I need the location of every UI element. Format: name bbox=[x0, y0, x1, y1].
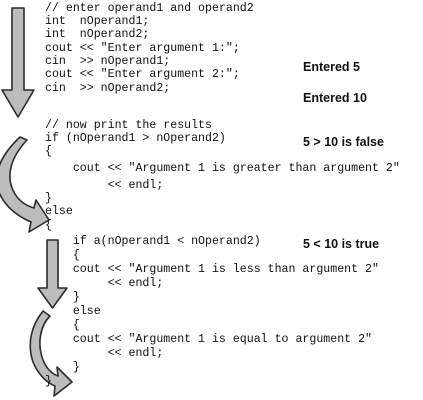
code-line: else bbox=[45, 205, 73, 218]
code-line: { bbox=[45, 249, 80, 262]
skip-true-branch-arrow-icon bbox=[0, 136, 50, 233]
code-line: } bbox=[45, 361, 80, 374]
code-line: << endl; bbox=[45, 179, 163, 192]
code-line: // enter operand1 and operand2 bbox=[45, 2, 254, 15]
code-line: cout << "Argument 1 is greater than argu… bbox=[45, 162, 400, 175]
code-line: else bbox=[45, 305, 101, 318]
enter-nested-if-arrow-icon bbox=[37, 239, 68, 309]
code-line: { bbox=[45, 319, 80, 332]
annotation-true-check: 5 < 10 is true bbox=[303, 237, 379, 251]
code-line: } bbox=[45, 192, 52, 205]
code-line: } bbox=[45, 375, 52, 388]
code-line: << endl; bbox=[45, 277, 163, 290]
annotation-entered-10: Entered 10 bbox=[303, 91, 367, 105]
code-line: cout << "Enter argument 2:"; bbox=[45, 68, 240, 81]
code-line: { bbox=[45, 145, 52, 158]
code-line: if (nOperand1 > nOperand2) bbox=[45, 132, 226, 145]
code-line: // now print the results bbox=[45, 119, 212, 132]
code-line: cout << "Argument 1 is equal to argument… bbox=[45, 333, 372, 346]
sequential-flow-arrow-icon bbox=[1, 7, 35, 118]
skip-else-branch-arrow-icon bbox=[29, 310, 73, 397]
code-line: cin >> nOperand1; bbox=[45, 55, 170, 68]
code-line: } bbox=[45, 291, 80, 304]
code-line: int nOperand2; bbox=[45, 28, 149, 41]
code-line: cout << "Argument 1 is less than argumen… bbox=[45, 263, 379, 276]
code-line: { bbox=[45, 219, 52, 232]
annotation-false-check: 5 > 10 is false bbox=[303, 135, 384, 149]
code-line: cin >> nOperand2; bbox=[45, 82, 170, 95]
annotation-entered-5: Entered 5 bbox=[303, 60, 360, 74]
code-line: cout << "Enter argument 1:"; bbox=[45, 42, 240, 55]
code-line: if a(nOperand1 < nOperand2) bbox=[45, 235, 261, 248]
code-line: int nOperand1; bbox=[45, 15, 149, 28]
code-line: << endl; bbox=[45, 347, 163, 360]
